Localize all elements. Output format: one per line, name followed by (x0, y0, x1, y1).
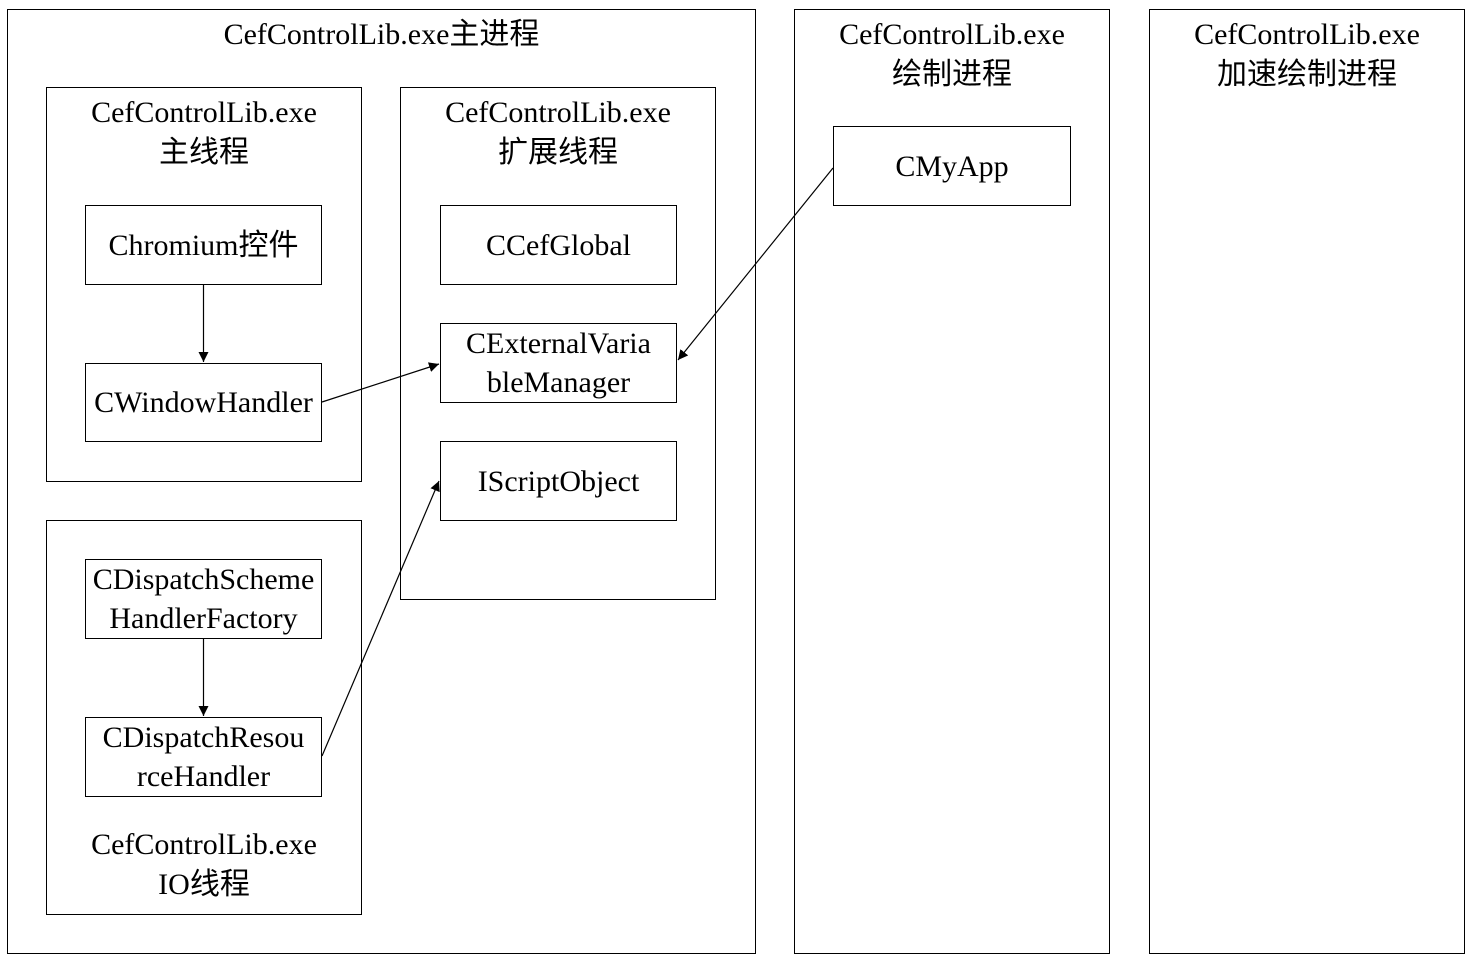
ext-thread-box (400, 87, 716, 600)
main-process-box (7, 9, 756, 954)
ext-thread-title-line2: 扩展线程 (498, 136, 618, 169)
my-app-label: CMyApp (895, 149, 1009, 183)
edge-myapp-to-extvarmgr (677, 167, 834, 361)
dispatch-scheme-handler-factory-label-line2: HandlerFactory (109, 602, 298, 635)
gpu-process-box (1149, 9, 1465, 954)
edge-resourcehandler-to-scriptobject (321, 480, 440, 757)
gpu-process-title-line2: 加速绘制进程 (1217, 58, 1397, 91)
ext-thread-title-line1: CefControlLib.exe (445, 96, 671, 129)
io-thread-title-line2: IO线程 (158, 868, 250, 901)
dispatch-scheme-handler-factory-label-line1: CDispatchScheme (92, 563, 315, 596)
dispatch-resource-handler-node: CDispatchResou rceHandler (85, 717, 322, 797)
io-thread-title-line1: CefControlLib.exe (91, 828, 317, 861)
ext-thread-title: CefControlLib.exe 扩展线程 (400, 93, 716, 173)
main-process-title: CefControlLib.exe主进程 (223, 18, 540, 51)
render-process-title-line2: 绘制进程 (892, 58, 1012, 91)
script-object-node: IScriptObject (440, 441, 677, 521)
external-variable-manager-label-line2: bleManager (486, 366, 631, 399)
main-thread-box (46, 87, 362, 482)
cef-global-node: CCefGlobal (440, 205, 677, 285)
main-thread-title: CefControlLib.exe 主线程 (46, 93, 362, 173)
my-app-node: CMyApp (833, 126, 1071, 206)
dispatch-resource-handler-label-line2: rceHandler (136, 760, 271, 793)
main-thread-title-line2: 主线程 (159, 136, 249, 169)
io-thread-box (46, 520, 362, 915)
chromium-control-node: Chromium控件 (85, 205, 322, 285)
io-thread-title: CefControlLib.exe IO线程 (46, 825, 362, 905)
edge-windowhandler-to-extvarmgr (321, 362, 440, 403)
external-variable-manager-node: CExternalVaria bleManager (440, 323, 677, 403)
render-process-title-line1: CefControlLib.exe (839, 18, 1065, 51)
render-process-box (794, 9, 1110, 954)
dispatch-scheme-handler-factory-node: CDispatchScheme HandlerFactory (85, 559, 322, 639)
external-variable-manager-label-line1: CExternalVaria (466, 327, 651, 360)
window-handler-node: CWindowHandler (85, 363, 322, 442)
gpu-process-title-line1: CefControlLib.exe (1194, 18, 1420, 51)
cef-global-label: CCefGlobal (486, 228, 631, 262)
main-thread-title-line1: CefControlLib.exe (91, 96, 317, 129)
script-object-label: IScriptObject (477, 464, 640, 498)
chromium-control-label: Chromium控件 (108, 228, 299, 262)
dispatch-resource-handler-label-line1: CDispatchResou (102, 721, 305, 754)
gpu-process-title: CefControlLib.exe 加速绘制进程 (1149, 15, 1465, 95)
window-handler-label: CWindowHandler (94, 386, 313, 419)
render-process-title: CefControlLib.exe 绘制进程 (794, 15, 1110, 95)
